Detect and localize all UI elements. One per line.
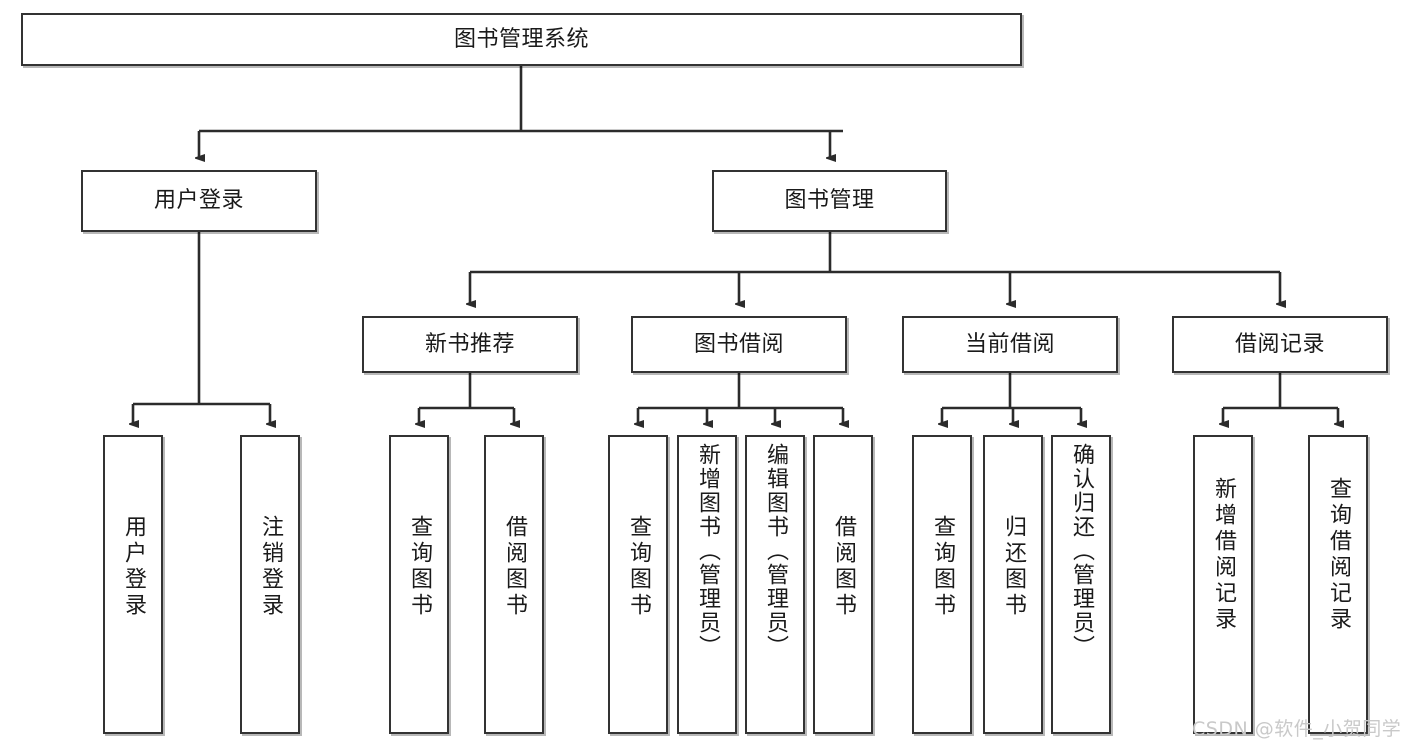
node-borrow-record[interactable]: 借阅记录 xyxy=(1172,316,1388,373)
leaf-bb-query-book[interactable]: 查询图书 xyxy=(608,435,668,734)
leaf-rec-query-book-label: 查询图书 xyxy=(407,515,432,619)
node-book-borrow[interactable]: 图书借阅 xyxy=(631,316,847,373)
leaf-bb-borrow-book[interactable]: 借阅图书 xyxy=(813,435,873,734)
node-book-manage-label: 图书管理 xyxy=(784,188,875,214)
leaf-rec-borrow-book-label: 借阅图书 xyxy=(502,515,527,619)
leaf-bb-add-book-label: 新增图书（管理员） xyxy=(695,443,720,659)
node-root[interactable]: 图书管理系统 xyxy=(21,13,1022,66)
leaf-cb-return-book-label: 归还图书 xyxy=(1001,515,1026,619)
node-book-borrow-label: 图书借阅 xyxy=(693,331,784,357)
node-new-book-recommend-label: 新书推荐 xyxy=(424,331,515,357)
leaf-bb-query-book-label: 查询图书 xyxy=(626,515,651,619)
leaf-user-logout-label: 注销登录 xyxy=(258,515,283,619)
node-new-book-recommend[interactable]: 新书推荐 xyxy=(362,316,578,373)
leaf-cb-return-book[interactable]: 归还图书 xyxy=(983,435,1043,734)
node-user-login-label: 用户登录 xyxy=(153,188,244,214)
node-borrow-record-label: 借阅记录 xyxy=(1234,331,1325,357)
leaf-bb-edit-book-label: 编辑图书（管理员） xyxy=(763,443,788,659)
node-user-login[interactable]: 用户登录 xyxy=(81,170,317,232)
watermark-text: CSDN @软件_小贺同学 xyxy=(1192,718,1402,740)
leaf-cb-query-book[interactable]: 查询图书 xyxy=(912,435,972,734)
leaf-br-add-record[interactable]: 新增借阅记录 xyxy=(1193,435,1253,734)
leaf-rec-borrow-book[interactable]: 借阅图书 xyxy=(484,435,544,734)
leaf-user-logout[interactable]: 注销登录 xyxy=(240,435,300,734)
leaf-rec-query-book[interactable]: 查询图书 xyxy=(389,435,449,734)
leaf-user-login[interactable]: 用户登录 xyxy=(103,435,163,734)
leaf-cb-confirm-return-label: 确认归还（管理员） xyxy=(1069,443,1094,659)
leaf-br-add-record-label: 新增借阅记录 xyxy=(1211,477,1236,633)
leaf-br-query-record-label: 查询借阅记录 xyxy=(1326,477,1351,633)
leaf-bb-edit-book[interactable]: 编辑图书（管理员） xyxy=(745,435,805,734)
leaf-cb-confirm-return[interactable]: 确认归还（管理员） xyxy=(1051,435,1111,734)
leaf-bb-add-book[interactable]: 新增图书（管理员） xyxy=(677,435,737,734)
leaf-bb-borrow-book-label: 借阅图书 xyxy=(831,515,856,619)
node-current-borrow[interactable]: 当前借阅 xyxy=(902,316,1118,373)
node-current-borrow-label: 当前借阅 xyxy=(964,331,1055,357)
leaf-cb-query-book-label: 查询图书 xyxy=(930,515,955,619)
node-root-label: 图书管理系统 xyxy=(453,26,589,52)
node-book-manage[interactable]: 图书管理 xyxy=(712,170,947,232)
leaf-user-login-label: 用户登录 xyxy=(121,515,146,619)
leaf-br-query-record[interactable]: 查询借阅记录 xyxy=(1308,435,1368,734)
